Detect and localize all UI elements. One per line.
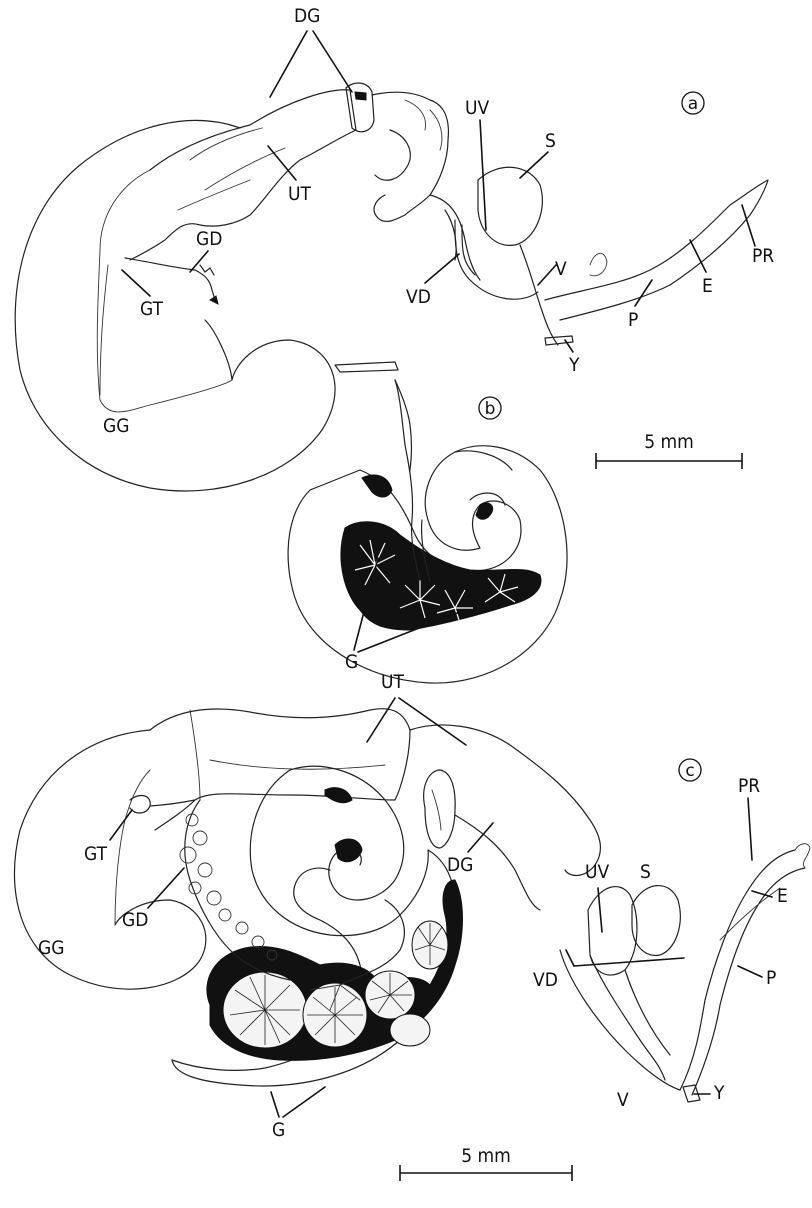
panel-c-spiral	[290, 766, 404, 900]
panel-c-v-duct	[590, 955, 670, 1080]
panel-c-ut-fold	[190, 710, 385, 800]
leader-a-p	[635, 280, 652, 306]
leader-c-dg	[468, 823, 493, 852]
panel-c-tag: c	[685, 761, 694, 781]
label-c-v: V	[617, 1089, 629, 1111]
panel-b-spiral	[455, 451, 512, 505]
panel-c-s-organ	[632, 886, 680, 956]
panel-c-dg-organ	[424, 770, 455, 848]
label-a-gg: GG	[103, 415, 130, 437]
label-a-y: Y	[568, 354, 580, 376]
leader-a-vd	[425, 254, 459, 283]
leader-a-ut	[268, 146, 296, 180]
leader-c-p	[738, 966, 762, 977]
panel-c-annotations: c UT PR GT DG UV S E GD GG VD P Y V G 5	[38, 671, 788, 1181]
label-a-gt: GT	[140, 298, 164, 320]
label-a-vd: VD	[406, 286, 431, 308]
leader-c-g-2	[283, 1087, 325, 1117]
label-c-ut: UT	[381, 671, 405, 693]
panel-a-mid-coils2	[405, 100, 442, 150]
label-a-v: V	[555, 258, 567, 280]
leader-c-pr	[748, 798, 752, 860]
leader-a-gd	[190, 251, 208, 272]
panel-c-gt	[130, 795, 195, 813]
leader-c-uv	[598, 888, 602, 932]
label-a-pr: PR	[752, 245, 774, 267]
label-c-p: P	[766, 967, 776, 989]
panel-c-vd-duct	[560, 950, 680, 1090]
label-c-uv: UV	[585, 861, 610, 883]
label-c-e: E	[777, 885, 788, 907]
panel-a-gg-inner2	[100, 265, 108, 395]
label-c-y: Y	[713, 1082, 725, 1104]
label-a-s: S	[545, 130, 556, 152]
panel-b-tag: b	[485, 399, 496, 419]
scale-bar-b-label: 5 mm	[644, 431, 694, 453]
panel-c-gd-coils	[180, 814, 277, 960]
leader-c-e	[752, 891, 772, 897]
panel-a-v-duct	[520, 245, 558, 345]
label-c-vd: VD	[533, 969, 558, 991]
scale-bar-c-label: 5 mm	[461, 1145, 511, 1167]
panel-b-gland-mass	[341, 522, 541, 630]
panel-a-ut-outline	[130, 90, 356, 260]
panel-a-gd-tip	[210, 296, 218, 304]
leader-a-gt	[122, 270, 150, 296]
leader-a-e	[690, 240, 706, 272]
label-c-dg: DG	[447, 854, 473, 876]
leader-c-ut-2	[399, 698, 466, 745]
leader-a-s	[520, 152, 548, 178]
panel-a-ut-fold	[178, 128, 285, 210]
label-a-e: E	[702, 275, 713, 297]
leader-a-dg-2	[313, 31, 352, 92]
label-a-p: P	[628, 309, 638, 331]
leader-c-gt	[110, 810, 132, 840]
label-c-gg: GG	[38, 937, 65, 959]
label-c-gd: GD	[122, 909, 148, 931]
panel-a-tag: a	[688, 94, 698, 114]
leader-c-vd-1	[566, 950, 574, 966]
panel-a-coil	[590, 253, 607, 275]
panel-b-coil-top	[335, 362, 412, 470]
panel-c-ut-outline	[150, 709, 410, 830]
label-c-pr: PR	[738, 775, 760, 797]
leader-c-g-1	[271, 1092, 279, 1117]
panel-c-e-lines	[720, 888, 780, 940]
label-a-gd: GD	[196, 228, 222, 250]
leader-c-ut-1	[367, 698, 395, 742]
panel-a-y-organ	[545, 336, 573, 345]
panel-a-gd-duct	[125, 258, 215, 300]
panel-a-penis	[545, 180, 768, 320]
panel-c-dg-inner	[432, 790, 441, 830]
label-c-s: S	[640, 861, 651, 883]
panel-a-mid-coils	[372, 92, 448, 221]
panel-b	[288, 362, 567, 683]
panel-c-spiral-dark	[335, 839, 362, 862]
panel-c-tube	[410, 725, 600, 910]
panel-a-s-organ	[478, 167, 542, 245]
label-a-ut: UT	[288, 183, 312, 205]
leader-a-v	[538, 265, 556, 285]
panel-a-annotations: a DG UV S UT GD GT V PR E VD P Y GG	[103, 5, 774, 437]
label-c-g: G	[272, 1119, 285, 1141]
panel-b-spiral-dark	[476, 503, 493, 519]
panel-c-gg-inner	[115, 770, 150, 925]
label-b-g: G	[345, 651, 358, 673]
label-a-dg: DG	[294, 5, 320, 27]
panel-b-dark-edge	[362, 475, 392, 497]
panel-a-gg-outline	[15, 120, 335, 491]
label-a-uv: UV	[465, 97, 490, 119]
panel-c-pr-tip	[795, 844, 810, 868]
leader-a-dg-1	[270, 31, 307, 97]
label-c-gt: GT	[84, 843, 108, 865]
panel-c-spiral-dark2	[325, 788, 352, 803]
panel-a-dg-dark	[355, 92, 366, 100]
